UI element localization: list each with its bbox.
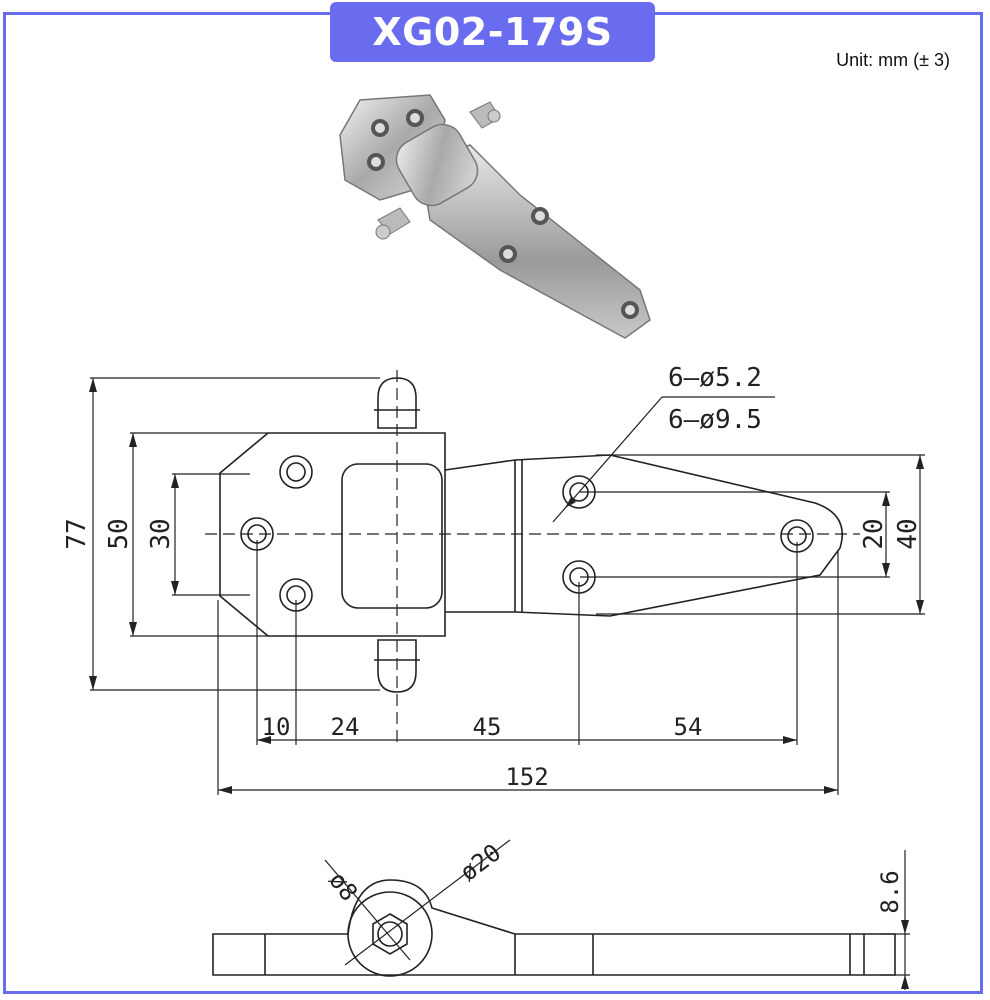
dimension-lines <box>90 377 925 795</box>
callout-holes-small: 6–ø5.2 <box>668 363 762 393</box>
dim-hole-spacing-right: 20 <box>859 518 889 549</box>
side-view-labels: ø8 ø20 8.6 <box>323 838 904 913</box>
callout-knuckle-dia: ø20 <box>455 838 506 886</box>
pin-bottom <box>377 639 417 693</box>
dim-overall-height: 77 <box>62 518 92 549</box>
dim-d4: 54 <box>674 713 703 741</box>
side-arrow-heads <box>901 920 909 989</box>
dim-d2: 24 <box>331 713 360 741</box>
pin-hex <box>372 913 408 955</box>
callout-holes-large: 6–ø9.5 <box>668 405 762 435</box>
side-view-drawing <box>212 839 910 990</box>
dim-hole-spacing-left: 30 <box>146 518 176 549</box>
model-title: XG02-179S <box>330 2 655 62</box>
dim-right-leaf-width: 40 <box>893 518 923 549</box>
pin-top <box>377 377 417 429</box>
dim-thickness: 8.6 <box>876 870 904 913</box>
hinge-product-image <box>339 94 651 339</box>
side-profile <box>212 879 896 976</box>
dim-leaf-height: 50 <box>104 518 134 549</box>
arrow-heads <box>89 378 924 794</box>
dimension-labels: 77 50 30 20 40 10 24 45 54 152 6–ø5.2 6–… <box>62 363 923 791</box>
right-leaf-outline <box>444 454 844 617</box>
knuckle-outline <box>341 463 443 609</box>
top-view-drawing <box>205 370 860 745</box>
dim-d3: 45 <box>473 713 502 741</box>
dim-overall-length: 152 <box>505 763 548 791</box>
unit-note: Unit: mm (± 3) <box>836 50 950 70</box>
dim-d1: 10 <box>262 713 291 741</box>
knuckle-circle <box>347 891 433 977</box>
